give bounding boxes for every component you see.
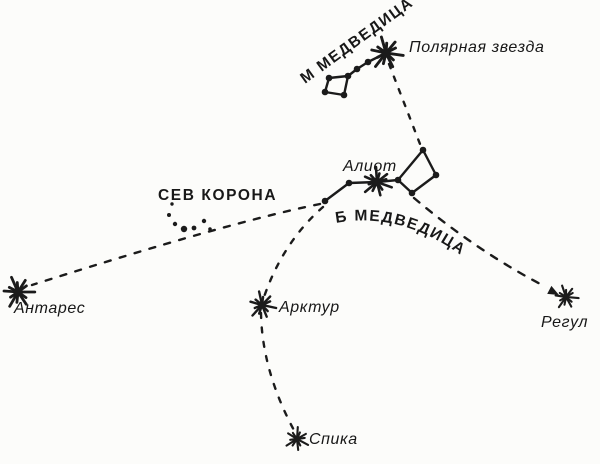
- pointer-line-polaris: [387, 62, 422, 146]
- label-ursa-major: Б МЕДВЕДИЦА: [334, 207, 469, 259]
- constellation-star-dot: [321, 197, 329, 205]
- corona-star-dot: [167, 213, 171, 217]
- label-alioth: Алиот: [342, 158, 397, 175]
- star-burst-alioth: [363, 165, 394, 197]
- constellation-star-dot: [353, 65, 361, 73]
- labels-layer: М МЕДВЕДИЦА Б МЕДВЕДИЦА СЕВ КОРОНА Поляр…: [13, 0, 588, 448]
- arrow-head-regulus: [547, 285, 559, 295]
- label-ursa-major-text: Б МЕДВЕДИЦА: [334, 207, 467, 259]
- constellation-star-dot: [419, 146, 427, 154]
- label-arcturus: Арктур: [278, 299, 340, 316]
- pointer-line-antares: [30, 202, 322, 287]
- star-burst-antares: [2, 275, 37, 308]
- label-corona-borealis: СЕВ КОРОНА: [158, 187, 277, 204]
- constellation-star-dot: [394, 176, 402, 184]
- ursa-major-bowl-line: [396, 148, 438, 195]
- corona-star-dot: [208, 227, 212, 231]
- pointer-lines: [30, 62, 559, 436]
- label-polaris: Полярная звезда: [409, 39, 544, 56]
- star-burst-spica: [285, 425, 310, 452]
- pointer-line-arcturus: [262, 205, 325, 299]
- star-burst-regulus: [554, 284, 580, 309]
- corona-star-dot: [172, 221, 178, 227]
- pointer-line-spica: [259, 311, 298, 436]
- constellation-star-dot: [321, 88, 329, 96]
- constellation-star-dot: [345, 179, 353, 187]
- corona-star-dot: [201, 218, 207, 224]
- constellation-star-dot: [408, 189, 416, 197]
- star-burst-core: [381, 48, 391, 58]
- corona-star-dot: [180, 225, 188, 233]
- star-burst-core: [258, 301, 266, 309]
- label-ursa-minor: М МЕДВЕДИЦА: [297, 0, 416, 87]
- star-burst-polaris: [370, 35, 405, 69]
- constellation-star-dot: [364, 58, 372, 66]
- pointer-line-regulus: [412, 196, 548, 289]
- star-burst-core: [562, 293, 570, 301]
- constellation-star-dot: [432, 171, 440, 179]
- constellation-star-dot: [325, 74, 333, 82]
- label-antares: Антарес: [13, 300, 85, 317]
- constellation-star-dot: [344, 72, 352, 80]
- constellation-star-dot: [340, 91, 348, 99]
- ursa-major-handle-line: [323, 178, 400, 203]
- star-dots-layer: [2, 35, 580, 452]
- corona-star-dot: [191, 225, 197, 231]
- label-spica: Спика: [309, 431, 358, 448]
- star-burst-core: [293, 435, 301, 443]
- star-burst-core: [372, 177, 382, 187]
- star-burst-arcturus: [249, 290, 278, 318]
- star-burst-core: [13, 287, 23, 297]
- label-regulus: Регул: [541, 314, 588, 331]
- corona-star-dot: [170, 202, 174, 206]
